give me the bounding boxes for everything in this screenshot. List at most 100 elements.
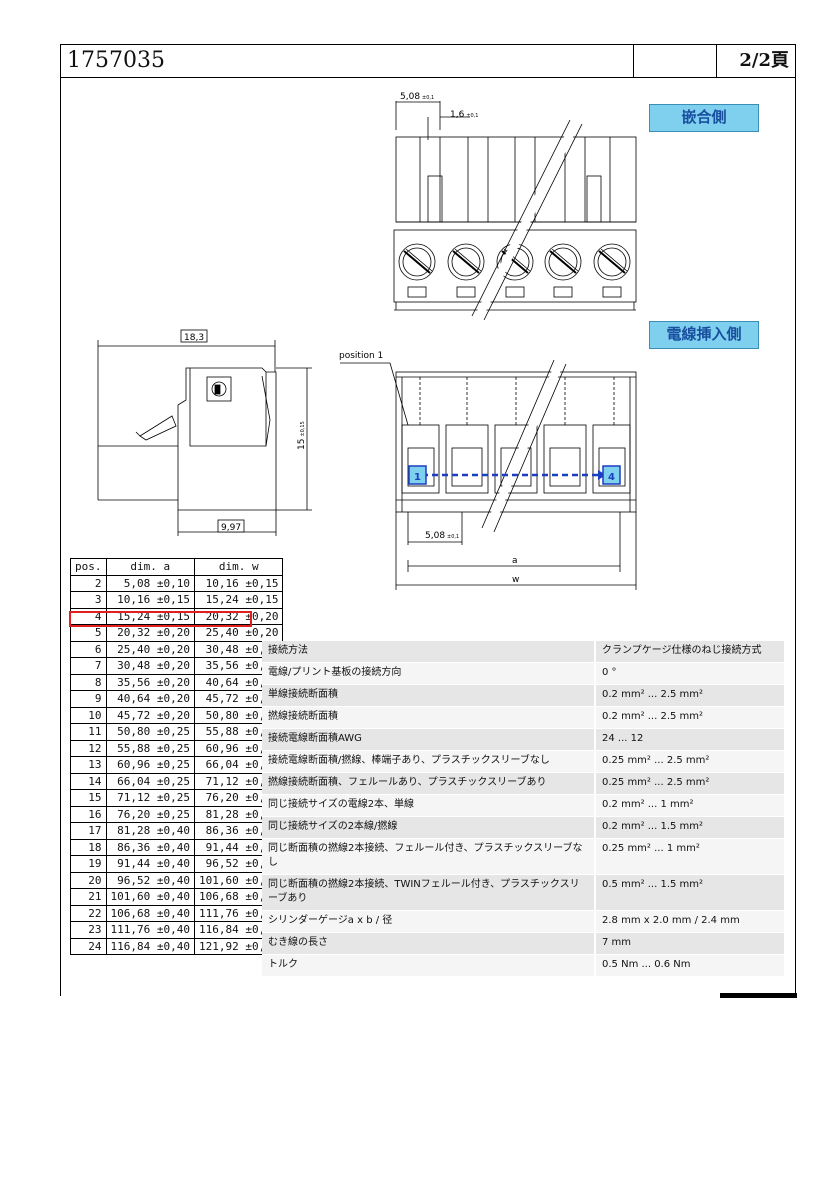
dim-w-cell: 10,16 ±0,15 (193, 574, 284, 592)
pos-cell: 22 (70, 904, 107, 922)
pos-cell: 20 (70, 871, 107, 889)
spec-key: 接続電線断面積AWG (262, 728, 596, 751)
pos-cell: 19 (70, 855, 107, 873)
spec-key: 同じ断面積の撚線2本接続、フェルール付き、プラスチックスリーブなし (262, 838, 596, 875)
spec-key: 電線/プリント基板の接続方向 (262, 662, 596, 685)
dim-a-cell: 106,68 ±0,40 (105, 904, 195, 922)
dim-a-cell: 10,16 ±0,15 (105, 591, 195, 609)
pos-cell: 12 (70, 739, 107, 757)
spec-value: 0.25 mm² ... 2.5 mm² (595, 772, 784, 795)
pos-cell: 7 (70, 657, 107, 675)
spec-value: 0.2 mm² ... 2.5 mm² (595, 706, 784, 729)
dim-a-cell: 81,28 ±0,40 (105, 822, 195, 840)
dim-w-cell: 15,24 ±0,15 (193, 591, 284, 609)
header-dim-a: dim. a (105, 558, 195, 576)
spec-value: 0.25 mm² ... 1 mm² (595, 838, 784, 875)
spec-value: 0 ° (595, 662, 784, 685)
pos-cell: 16 (70, 805, 107, 823)
pos-cell: 23 (70, 921, 107, 939)
page-indicator: 2/2頁 (739, 50, 789, 71)
dim-a-cell: 40,64 ±0,20 (105, 690, 195, 708)
dim-a-cell: 60,96 ±0,25 (105, 756, 195, 774)
spec-key: 同じ接続サイズの電線2本、単線 (262, 794, 596, 817)
small-dim: 1,6±0,1 (450, 110, 478, 120)
pos-cell: 15 (70, 789, 107, 807)
dim-w-cell: 86,36 ±0,40 (193, 822, 284, 840)
pos-cell: 3 (70, 591, 107, 609)
bottom-pitch-dim: 5,08±0,1 (425, 531, 459, 541)
spec-value: 0.2 mm² ... 1 mm² (595, 794, 784, 817)
spec-key: 接続方法 (262, 641, 596, 663)
wire-entry-side-label: 電線挿入側 (649, 321, 759, 349)
pos-cell: 24 (70, 937, 107, 955)
spec-value: 2.8 mm x 2.0 mm / 2.4 mm (595, 910, 784, 933)
mating-side-label: 嵌合側 (649, 104, 759, 132)
side-depth-dim: 9,97 (221, 523, 241, 533)
dim-a-cell: 35,56 ±0,20 (105, 673, 195, 691)
dimension-table-header: pos. dim. a dim. w (70, 558, 284, 576)
marker-last: 4 (608, 472, 615, 483)
pos-cell: 2 (70, 574, 107, 592)
footer-bar (720, 993, 797, 998)
dim-a-cell: 5,08 ±0,10 (105, 574, 195, 592)
spec-value: 0.5 Nm ... 0.6 Nm (595, 954, 784, 977)
wire-entry-cells (401, 377, 631, 494)
spec-key: シリンダーゲージa x b / 径 (262, 910, 596, 933)
dim-w-cell: 50,80 ±0,25 (193, 706, 284, 724)
side-height-dim: 15±0,15 (297, 421, 307, 450)
dim-a-cell: 91,44 ±0,40 (105, 855, 195, 873)
spec-key: トルク (262, 954, 596, 977)
dim-a-cell: 71,12 ±0,25 (105, 789, 195, 807)
top-pitch-dim: 5,08±0,1 (400, 92, 434, 102)
pos-cell: 21 (70, 888, 107, 906)
spec-key: 単線接続断面積 (262, 684, 596, 707)
dim-a-cell: 66,04 ±0,25 (105, 772, 195, 790)
pos-cell: 18 (70, 838, 107, 856)
marker-first: 1 (414, 472, 421, 483)
spec-key: 撚線接続断面積、フェルールあり、プラスチックスリーブあり (262, 772, 596, 795)
dim-a-cell: 116,84 ±0,40 (105, 937, 195, 955)
pos-cell: 9 (70, 690, 107, 708)
spec-key: むき線の長さ (262, 932, 596, 955)
pos-cell: 8 (70, 673, 107, 691)
dim-w-cell: 45,72 ±0,20 (193, 690, 284, 708)
spec-key: 撚線接続断面積 (262, 706, 596, 729)
dim-a-cell: 25,40 ±0,20 (105, 640, 195, 658)
spec-value: 0.2 mm² ... 1.5 mm² (595, 816, 784, 839)
dim-a-cell: 96,52 ±0,40 (105, 871, 195, 889)
dim-w-cell: 25,40 ±0,20 (193, 624, 284, 642)
dim-a-cell: 86,36 ±0,40 (105, 838, 195, 856)
dim-w-cell: 30,48 ±0,20 (193, 640, 284, 658)
title-block-blank (634, 45, 717, 77)
pos-cell: 17 (70, 822, 107, 840)
pos-cell: 6 (70, 640, 107, 658)
dim-a-cell: 30,48 ±0,20 (105, 657, 195, 675)
spec-value: 7 mm (595, 932, 784, 955)
spec-key: 同じ接続サイズの2本線/撚線 (262, 816, 596, 839)
dim-a-cell: 111,76 ±0,40 (105, 921, 195, 939)
spec-key: 同じ断面積の撚線2本接続、TWINフェルール付き、プラスチックスリーブあり (262, 874, 596, 911)
